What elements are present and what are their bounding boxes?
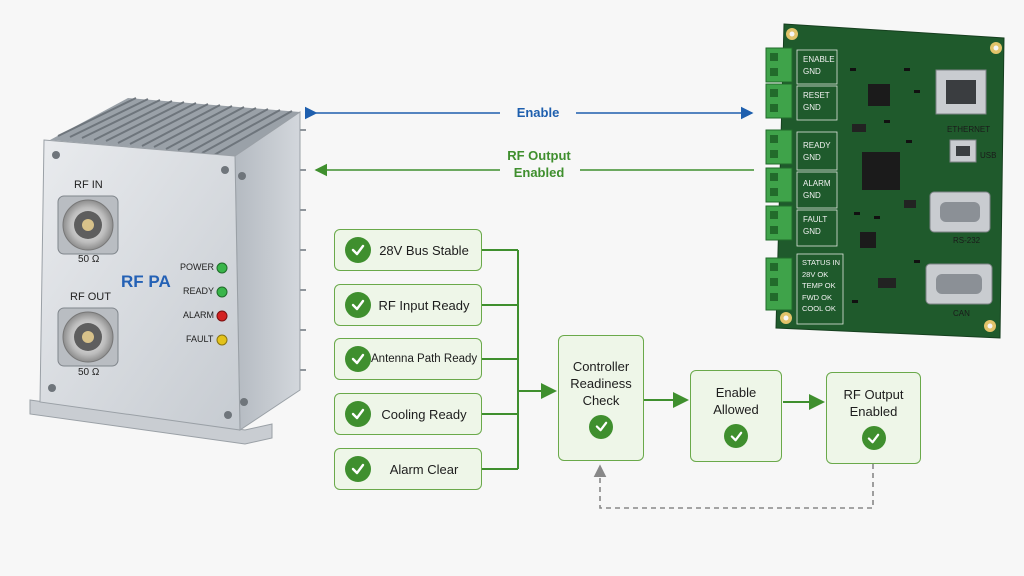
enable-signal-label: Enable <box>500 104 576 121</box>
check-icon <box>589 414 613 439</box>
alarm-led-icon <box>216 310 228 322</box>
rf-output-enabled-signal-label: RF Output Enabled <box>507 148 571 180</box>
check-icon <box>345 401 371 427</box>
rf-out-connector-icon <box>57 307 119 367</box>
condition-cooling-ready: Cooling Ready <box>334 393 482 435</box>
rf-output-enabled-label: RF Output Enabled <box>843 387 904 419</box>
terminal-label-status: STATUS IN 28V OK TEMP OK FWD OK COOL OK <box>802 258 841 313</box>
led-label-ready: READY <box>183 286 215 296</box>
check-icon <box>345 237 371 263</box>
feedback-loop-arrow <box>593 464 874 509</box>
condition-label: Cooling Ready <box>381 406 467 422</box>
controller-readiness-check-label: Controller Readiness Check <box>570 358 632 408</box>
led-label-fault: FAULT <box>186 334 214 344</box>
port-label-can: CAN <box>953 309 970 318</box>
check-icon <box>345 456 371 482</box>
amplifier-title: RF PA <box>121 272 171 291</box>
controller-board <box>765 23 1005 339</box>
port-label-rs232: RS-232 <box>953 236 981 245</box>
rf-amplifier-unit <box>29 97 306 445</box>
rf-out-impedance: 50 Ω <box>78 367 100 378</box>
condition-label: Alarm Clear <box>389 461 459 477</box>
condition-alarm-clear: Alarm Clear <box>334 448 482 490</box>
enable-allowed-box: Enable Allowed <box>690 370 782 462</box>
terminal-label-ready: READY GND <box>803 141 831 162</box>
led-label-alarm: ALARM <box>183 310 215 320</box>
check-icon <box>724 424 748 448</box>
terminal-label-enable: ENABLE GND <box>803 55 835 76</box>
power-led-icon <box>216 262 228 274</box>
enable-allowed-label: Enable Allowed <box>713 385 759 417</box>
condition-label: RF Input Ready <box>378 297 470 313</box>
led-label-power: POWER <box>180 262 215 272</box>
condition-28v-bus-stable: 28V Bus Stable <box>334 229 482 271</box>
controller-readiness-check-box: Controller Readiness Check <box>558 335 644 461</box>
ready-led-icon <box>216 286 228 298</box>
rf-out-label: RF OUT <box>70 291 111 303</box>
terminal-label-reset: RESET GND <box>803 91 830 112</box>
terminal-label-alarm: ALARM GND <box>803 179 831 200</box>
check-icon <box>345 346 371 372</box>
condition-antenna-path-ready: Antenna Path Ready <box>334 338 482 380</box>
check-icon <box>861 426 886 450</box>
check-icon <box>345 292 371 318</box>
condition-label: 28V Bus Stable <box>379 242 469 258</box>
rf-output-enabled-box: RF Output Enabled <box>826 372 921 464</box>
rf-in-impedance: 50 Ω <box>78 254 100 265</box>
port-label-usb: USB <box>980 151 997 160</box>
rf-in-connector-icon <box>57 195 119 255</box>
condition-connector-lines <box>482 249 519 470</box>
port-label-ethernet: ETHERNET <box>947 125 991 134</box>
condition-label: Antenna Path Ready <box>371 353 478 365</box>
terminal-label-fault: FAULT GND <box>803 215 828 236</box>
fault-led-icon <box>216 334 228 346</box>
condition-rf-input-ready: RF Input Ready <box>334 284 482 326</box>
rf-in-label: RF IN <box>74 179 103 191</box>
